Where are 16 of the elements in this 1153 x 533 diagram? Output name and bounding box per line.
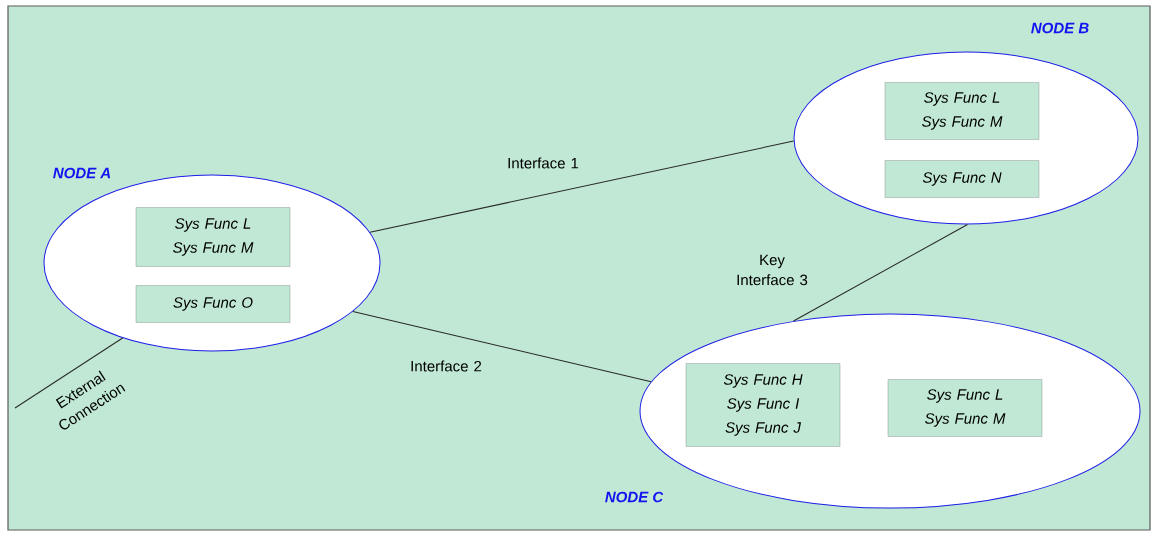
edge-label: Interface 1 — [508, 157, 579, 169]
connector-line — [369, 140, 795, 233]
edge-label: Interface 2 — [411, 360, 482, 372]
node-heading: NODE C — [605, 491, 664, 503]
node-heading: NODE B — [1031, 22, 1089, 34]
function-box: Sys Func L Sys Func M — [135, 207, 291, 267]
function-box: Sys Func O — [135, 285, 291, 323]
function-box: Sys Func L Sys Func M — [884, 82, 1040, 140]
node-heading: NODE A — [53, 167, 111, 179]
function-box: Sys Func H Sys Func I Sys Func J — [685, 363, 841, 447]
function-box: Sys Func N — [884, 160, 1040, 198]
connector-line — [14, 337, 124, 409]
edge-label: Key Interface 3 — [737, 254, 808, 286]
function-box: Sys Func L Sys Func M — [887, 379, 1043, 437]
connector-line — [793, 224, 968, 322]
connector-line — [352, 311, 652, 383]
